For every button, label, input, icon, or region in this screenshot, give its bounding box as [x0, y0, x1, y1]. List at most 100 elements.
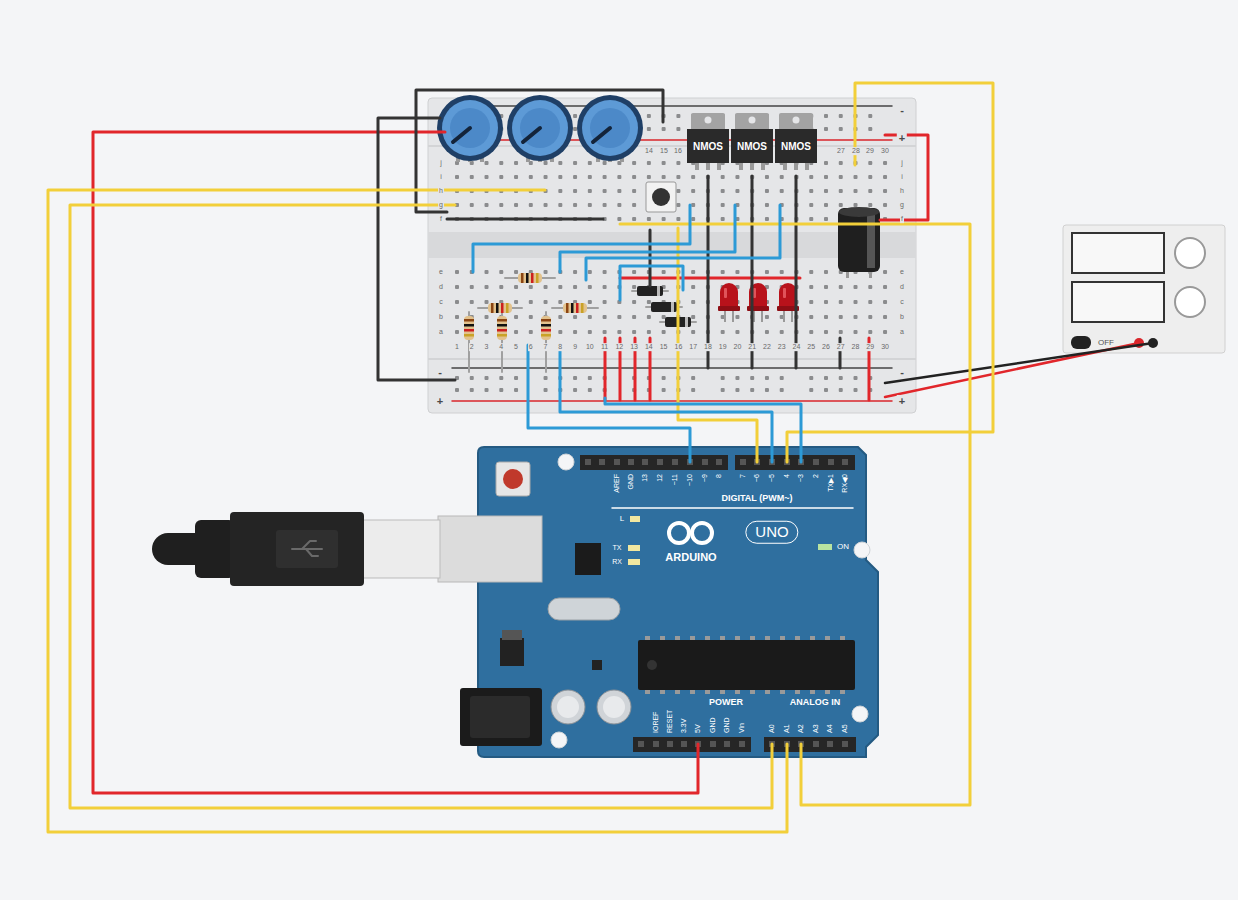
breadboard-hole: [632, 300, 636, 304]
row-letter: g: [899, 201, 905, 209]
mounting-hole: [852, 706, 868, 722]
resistor-body: [563, 303, 587, 313]
rail-hole: [662, 388, 666, 392]
breadboard-hole: [455, 175, 459, 179]
nmos-pin: [794, 162, 798, 170]
breadboard-hole: [603, 189, 607, 193]
rail-sign: -: [436, 366, 444, 378]
breadboard-hole: [868, 189, 872, 193]
breadboard-hole: [839, 285, 843, 289]
capacitor-can: [597, 690, 631, 724]
breadboard-hole: [809, 217, 813, 221]
supply-display: [1072, 282, 1164, 322]
breadboard-hole: [588, 161, 592, 165]
breadboard-hole: [765, 217, 769, 221]
breadboard-hole: [765, 270, 769, 274]
resistor-band: [526, 273, 529, 283]
breadboard-hole: [558, 175, 562, 179]
breadboard-hole: [809, 270, 813, 274]
column-number: 27: [836, 147, 846, 155]
breadboard-hole: [485, 300, 489, 304]
breadboard-hole: [544, 300, 548, 304]
breadboard-hole: [603, 175, 607, 179]
rail-line: [452, 400, 892, 402]
breadboard-hole: [470, 285, 474, 289]
wire: [620, 266, 683, 300]
breadboard-hole: [691, 285, 695, 289]
nmos-tab-hole: [749, 117, 756, 124]
resistor-symbol: [464, 312, 474, 372]
breadboard-hole: [780, 189, 784, 193]
rail-hole: [809, 388, 813, 392]
header-pin: [739, 741, 745, 747]
rail-hole: [721, 376, 725, 380]
capacitor-can: [551, 690, 585, 724]
resistor-band: [566, 303, 569, 313]
breadboard-hole: [617, 175, 621, 179]
breadboard-body: [428, 98, 916, 413]
pin-label: 3.3V: [680, 719, 688, 733]
header-pin: [842, 741, 848, 747]
breadboard-hole: [485, 285, 489, 289]
rail-hole: [588, 376, 592, 380]
rail-hole: [470, 388, 474, 392]
resistor-band: [536, 273, 539, 283]
rail-hole: [514, 388, 518, 392]
header-pin: [638, 741, 644, 747]
nmos-pin: [805, 162, 809, 170]
rail-hole: [854, 376, 858, 380]
rail-hole: [647, 114, 651, 118]
chip-pin: [810, 690, 815, 694]
breadboard-hole: [573, 285, 577, 289]
pin-label: 7: [739, 474, 747, 478]
rail-hole: [868, 114, 872, 118]
button-cap: [652, 188, 670, 206]
pin-label: ~10: [686, 474, 694, 486]
row-letter: i: [900, 173, 904, 181]
row-letter: c: [438, 298, 444, 306]
row-letter: h: [438, 187, 444, 195]
breadboard-hole: [499, 161, 503, 165]
resistor-band: [464, 319, 474, 322]
breadboard-hole: [573, 330, 577, 334]
breadboard-hole: [529, 330, 533, 334]
header-pin: [842, 459, 848, 465]
column-number: 20: [733, 343, 743, 351]
column-number: 25: [806, 343, 816, 351]
row-letter: a: [438, 328, 444, 336]
column-number: 15: [659, 343, 669, 351]
breadboard-hole: [735, 330, 739, 334]
resistor-band: [501, 303, 504, 313]
reset-cap: [503, 469, 523, 489]
chip-pin: [750, 636, 755, 640]
breadboard-hole: [824, 270, 828, 274]
rail-hole: [750, 376, 754, 380]
breadboard-hole: [647, 175, 651, 179]
breadboard-hole: [868, 161, 872, 165]
breadboard-hole: [824, 217, 828, 221]
breadboard-hole: [603, 300, 607, 304]
resistor-body: [518, 273, 542, 283]
breadboard-hole: [588, 285, 592, 289]
breadboard-hole: [588, 315, 592, 319]
breadboard-hole: [824, 161, 828, 165]
column-number: 23: [777, 343, 787, 351]
chip-pin: [675, 690, 680, 694]
header-pin: [740, 459, 746, 465]
breadboard-hole: [854, 315, 858, 319]
wire: [620, 277, 800, 280]
pot-knob: [442, 100, 498, 156]
column-number: 27: [836, 343, 846, 351]
rail-hole: [735, 376, 739, 380]
breadboard-hole: [588, 175, 592, 179]
breadboard-hole: [721, 330, 725, 334]
wire: [885, 343, 1153, 383]
breadboard-hole: [617, 217, 621, 221]
breadboard-hole: [485, 175, 489, 179]
pin-label: TX▶1: [827, 474, 835, 492]
breadboard-hole: [632, 203, 636, 207]
led-dome: [720, 283, 738, 310]
chip-pin: [705, 690, 710, 694]
breadboard-hole: [632, 270, 636, 274]
wire: [787, 83, 993, 462]
